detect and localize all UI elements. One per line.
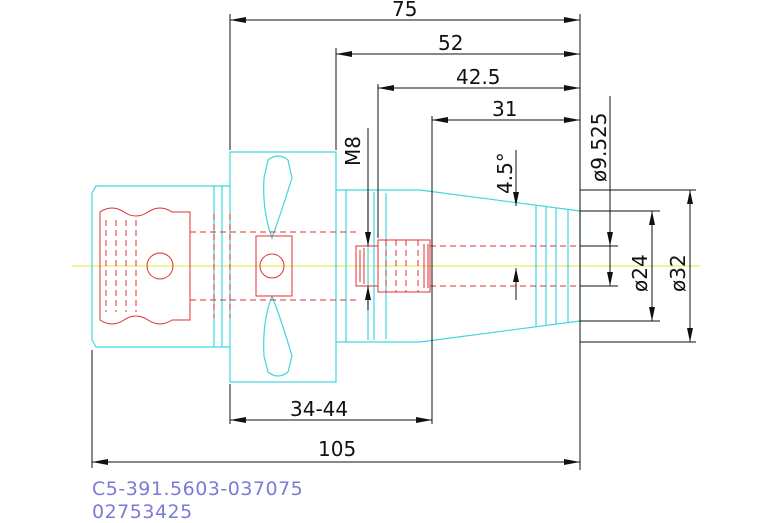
dim-angle: 4.5° xyxy=(493,152,517,194)
dim-75: 75 xyxy=(392,0,417,21)
dimension-lines xyxy=(91,14,696,470)
dim-105: 105 xyxy=(318,437,356,461)
part-number: C5-391.5603-037075 xyxy=(92,478,303,500)
dim-m8: M8 xyxy=(341,136,365,166)
dim-42-5: 42.5 xyxy=(456,65,501,89)
dim-dia-32: ø32 xyxy=(666,254,690,292)
dim-31: 31 xyxy=(492,97,517,121)
part-code: 02753425 xyxy=(92,501,193,523)
dim-52: 52 xyxy=(438,31,463,55)
dim-34-44: 34-44 xyxy=(290,397,348,421)
dim-dia-9525: ø9.525 xyxy=(587,113,611,183)
dim-dia-24: ø24 xyxy=(628,254,652,292)
